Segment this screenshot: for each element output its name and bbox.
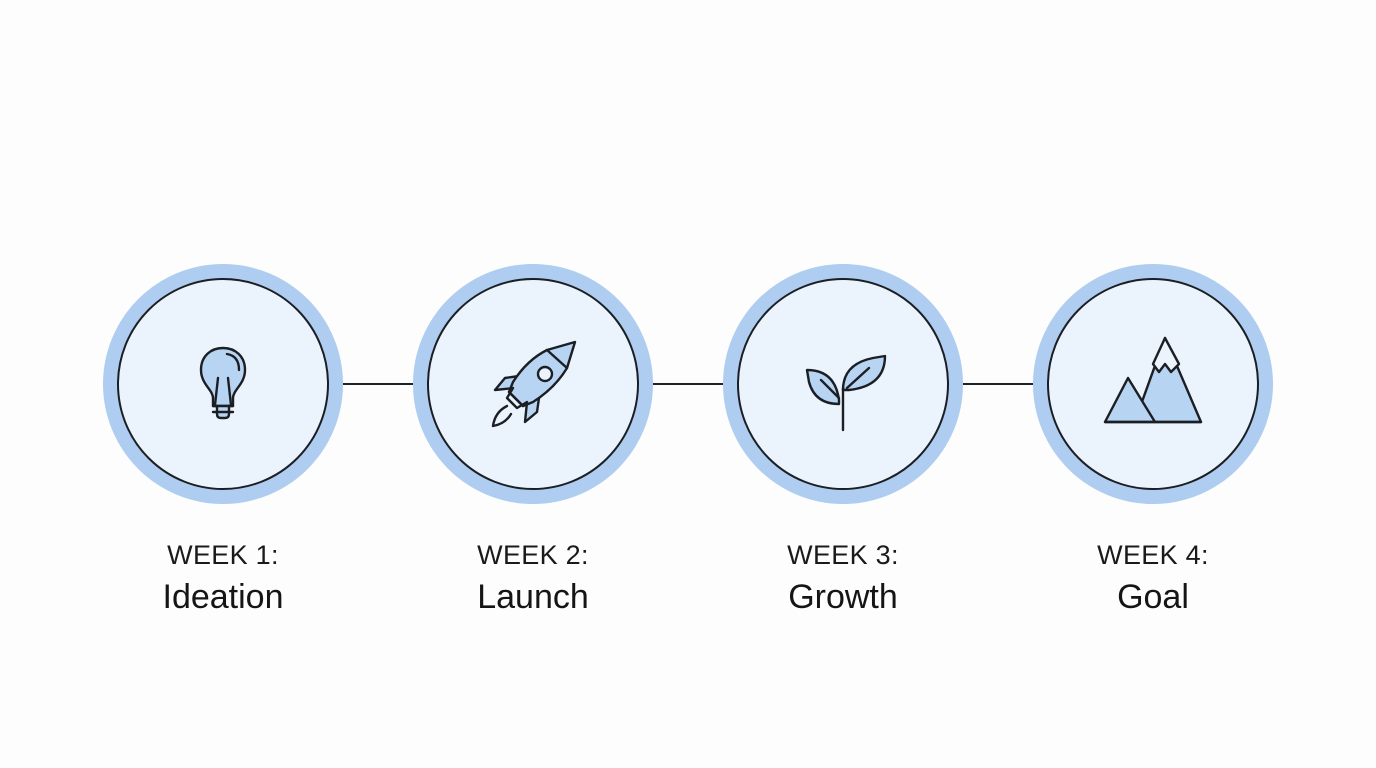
timeline-step-2: WEEK 2: Launch xyxy=(413,264,653,644)
rocket-icon xyxy=(483,334,583,434)
timeline-step-1: WEEK 1: Ideation xyxy=(103,264,343,644)
connector-1-2 xyxy=(328,383,430,385)
timeline-step-4: WEEK 4: Goal xyxy=(1033,264,1273,644)
step-title: Growth xyxy=(788,578,898,616)
step-week-label: WEEK 2: xyxy=(477,540,589,570)
sprout-icon xyxy=(793,334,893,434)
step-title: Ideation xyxy=(162,578,284,616)
timeline-step-3: WEEK 3: Growth xyxy=(723,264,963,644)
mountain-icon xyxy=(1103,334,1203,434)
connector-2-3 xyxy=(638,383,740,385)
lightbulb-icon xyxy=(173,334,273,434)
connector-3-4 xyxy=(948,383,1050,385)
step-title: Goal xyxy=(1117,578,1189,616)
step-week-label: WEEK 4: xyxy=(1097,540,1209,570)
step-week-label: WEEK 3: xyxy=(787,540,899,570)
step-title: Launch xyxy=(477,578,589,616)
step-circle xyxy=(737,278,949,490)
step-week-label: WEEK 1: xyxy=(167,540,279,570)
